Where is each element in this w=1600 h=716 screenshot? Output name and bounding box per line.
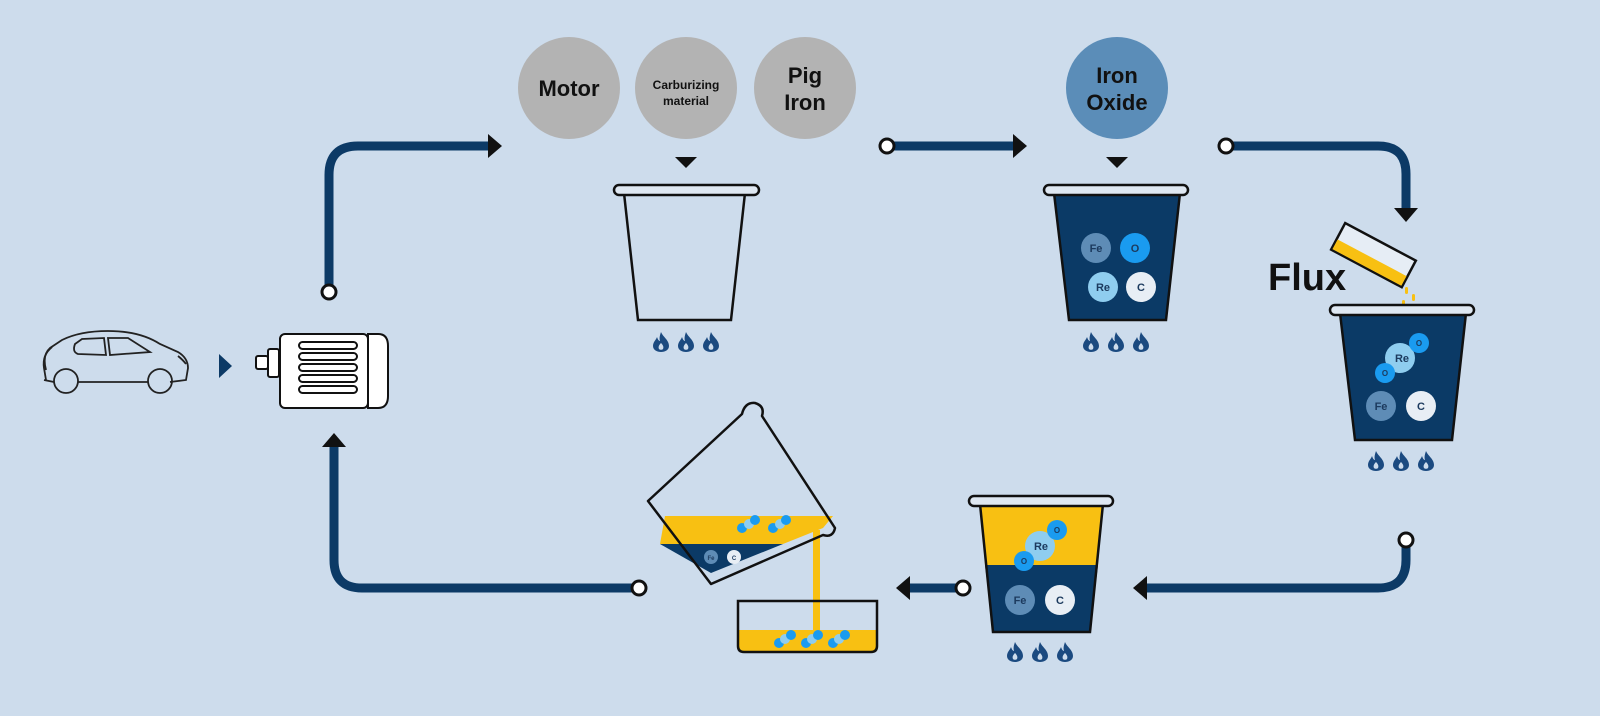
svg-text:Oxide: Oxide xyxy=(1086,90,1147,115)
drop-into-furnace-arrow xyxy=(675,157,697,168)
svg-text:C: C xyxy=(1137,282,1145,294)
flame-icon xyxy=(1057,642,1073,662)
svg-text:C: C xyxy=(732,556,737,562)
svg-text:O: O xyxy=(1382,369,1388,378)
furnace-flux: Re O O Fe C xyxy=(1328,303,1476,471)
svg-text:O: O xyxy=(1021,557,1027,566)
svg-text:Fe: Fe xyxy=(1014,595,1027,607)
atom-c: C xyxy=(727,550,741,564)
furnace-empty xyxy=(612,183,761,352)
svg-text:O: O xyxy=(1131,243,1140,255)
electric-motor-icon xyxy=(255,333,389,409)
flow-arrow-flux-to-separate xyxy=(1133,531,1415,600)
furnace-oxidation: Fe O Re C xyxy=(1042,183,1190,352)
input-iron-oxide: Iron Oxide xyxy=(1066,37,1168,139)
flow-arrow-separate-to-pour xyxy=(896,576,972,600)
atom-fe: Fe xyxy=(1005,585,1035,615)
svg-text:Pig: Pig xyxy=(788,63,822,88)
svg-text:Re: Re xyxy=(1034,541,1048,553)
flame-icon xyxy=(1083,332,1099,352)
flame-icon xyxy=(1032,642,1048,662)
flame-icon xyxy=(1368,451,1384,471)
flame-icon xyxy=(678,332,694,352)
re-oxide-molecule xyxy=(737,515,791,533)
flow-arrow-melt-to-oxidize xyxy=(878,134,1027,158)
arrowhead-right xyxy=(488,134,502,158)
atom-c: C xyxy=(1045,585,1075,615)
flow-arrow-pour-to-motor xyxy=(322,433,648,597)
svg-text:Fe: Fe xyxy=(707,556,715,562)
svg-text:C: C xyxy=(1417,401,1425,413)
slag-stream xyxy=(813,530,820,634)
flame-icon xyxy=(1393,451,1409,471)
atom-c: C xyxy=(1406,391,1436,421)
flow-arrow-oxidize-to-flux xyxy=(1217,137,1418,222)
atom-fe: Fe xyxy=(1366,391,1396,421)
slag-tray xyxy=(736,599,879,654)
input-motor: Motor xyxy=(518,37,620,139)
svg-text:Re: Re xyxy=(1395,353,1409,365)
flow-start-node xyxy=(320,283,338,301)
flame-icon xyxy=(703,332,719,352)
svg-text:Iron: Iron xyxy=(784,90,826,115)
flame-icon xyxy=(1418,451,1434,471)
svg-text:O: O xyxy=(1416,339,1422,348)
atom-fe: Fe xyxy=(1081,233,1111,263)
atom-c: C xyxy=(1126,272,1156,302)
flame-icon xyxy=(653,332,669,352)
svg-text:Fe: Fe xyxy=(1090,243,1103,255)
flux-container-icon xyxy=(1329,221,1418,289)
flame-icon xyxy=(1108,332,1124,352)
flow-arrow-motor-to-ingredients xyxy=(324,141,490,290)
input-pig-iron: Pig Iron xyxy=(754,37,856,139)
svg-text:material: material xyxy=(663,94,709,108)
drop-into-furnace-arrow xyxy=(1106,157,1128,168)
svg-text:Fe: Fe xyxy=(1375,401,1388,413)
arrowhead-car-to-motor xyxy=(219,354,232,378)
re-oxide-molecule: Re O O xyxy=(1014,520,1067,571)
svg-text:C: C xyxy=(1056,595,1064,607)
re-oxide-molecule: Re O O xyxy=(1375,333,1429,383)
flame-icon xyxy=(1133,332,1149,352)
pouring-vessel: Fe C xyxy=(646,401,837,634)
svg-text:O: O xyxy=(1054,526,1060,535)
flame-icon xyxy=(1007,642,1023,662)
svg-text:Re: Re xyxy=(1096,282,1110,294)
input-carburizing-material: Carburizing material xyxy=(635,37,737,139)
input-motor-label: Motor xyxy=(538,76,600,101)
svg-text:Carburizing: Carburizing xyxy=(653,78,720,92)
atom-o: O xyxy=(1120,233,1150,263)
re-oxide-molecule xyxy=(774,630,850,648)
atom-fe: Fe xyxy=(704,550,718,564)
furnace-separated: Re O O Fe C xyxy=(967,494,1115,662)
svg-text:Iron: Iron xyxy=(1096,63,1138,88)
atom-re: Re xyxy=(1088,272,1118,302)
flux-label: Flux xyxy=(1268,257,1346,299)
car-icon xyxy=(42,330,189,394)
